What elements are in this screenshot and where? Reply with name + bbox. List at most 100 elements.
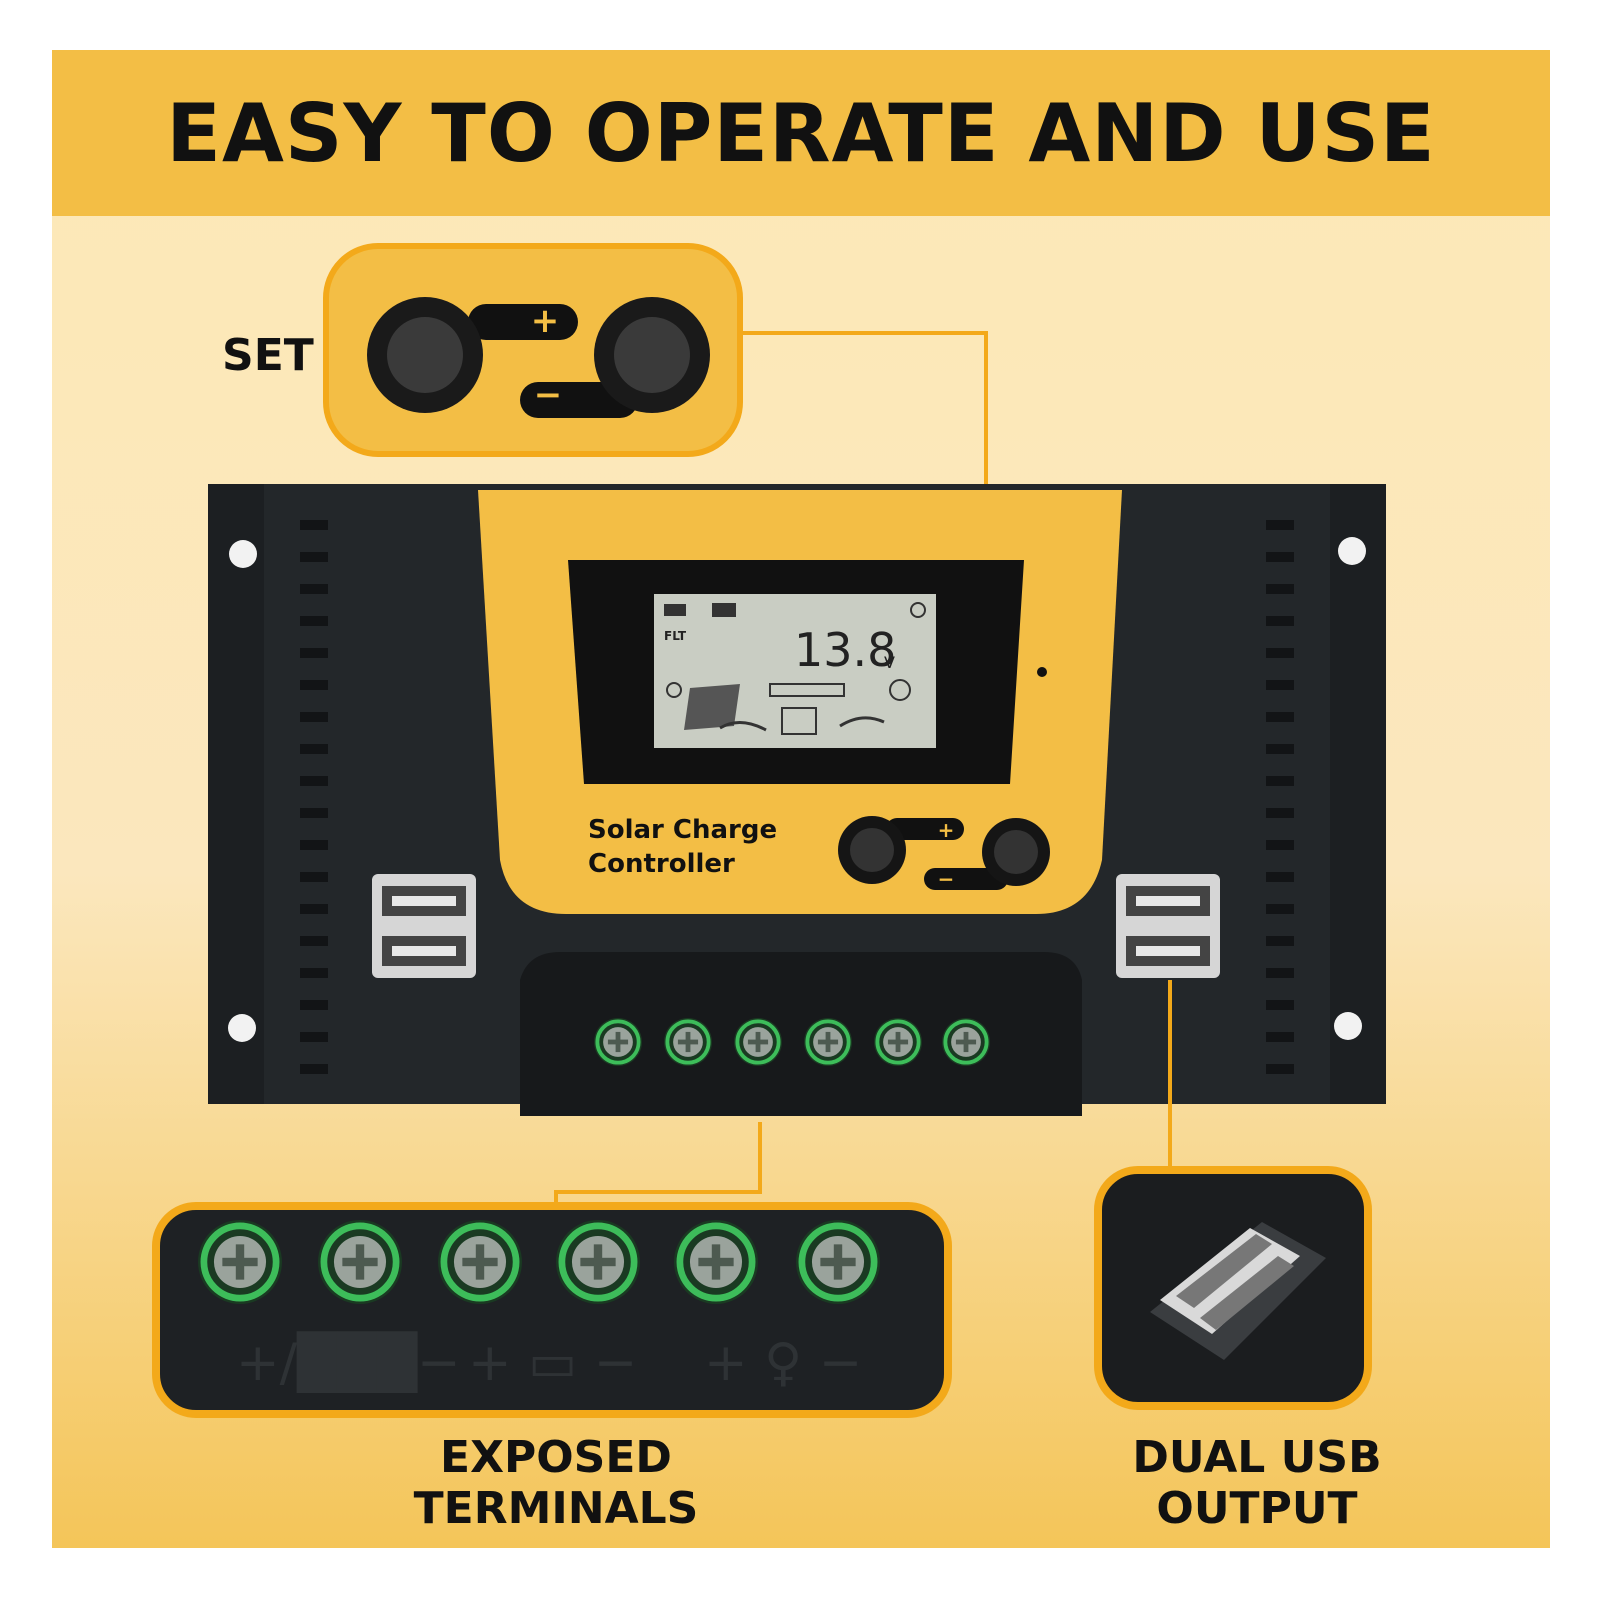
solar-panel-icon <box>664 604 686 616</box>
cooling-fin <box>300 1064 328 1074</box>
cooling-fin <box>300 712 328 722</box>
cooling-fin <box>300 968 328 978</box>
cooling-fin <box>1266 872 1294 882</box>
cooling-fin <box>300 904 328 914</box>
cooling-fin <box>300 520 328 530</box>
set-callout: + − <box>323 243 743 457</box>
cooling-fin <box>300 744 328 754</box>
screw-slot <box>685 1031 691 1053</box>
load-symbol-icon: + ♀ − <box>704 1333 862 1393</box>
terminal-ring <box>320 1222 400 1302</box>
set-minus-symbol: − <box>534 375 563 415</box>
cooling-fin <box>1266 520 1294 530</box>
title-banner <box>52 50 1550 216</box>
cooling-fin <box>1266 840 1294 850</box>
terminal-ring <box>440 1222 520 1302</box>
terminal-ring <box>676 1222 756 1302</box>
screw-slot <box>711 1244 721 1280</box>
bulb-icon <box>889 679 911 701</box>
screw-slot <box>963 1031 969 1053</box>
terminal-ring <box>805 1019 851 1065</box>
cooling-fin <box>1266 776 1294 786</box>
screw-slot <box>833 1244 843 1280</box>
screw-slot <box>355 1244 365 1280</box>
cooling-fin <box>1266 1064 1294 1074</box>
banner-title: EASY TO OPERATE AND USE <box>166 86 1436 180</box>
lcd-mode: FLT <box>664 629 687 643</box>
terminals-connector-line <box>554 1122 762 1212</box>
cooling-fin <box>300 776 328 786</box>
screw-slot <box>895 1031 901 1053</box>
lcd-unit: V <box>884 653 895 672</box>
terminal-ring <box>798 1222 878 1302</box>
cooling-fin <box>1266 584 1294 594</box>
cooling-fin <box>300 1000 328 1010</box>
cooling-fin <box>300 552 328 562</box>
usb-ports-right <box>1116 874 1220 978</box>
terminals-callout: +/███− + ▭ − + ♀ − <box>152 1202 952 1418</box>
screw-slot <box>755 1031 761 1053</box>
cooling-fin <box>1266 968 1294 978</box>
screw-slot <box>825 1031 831 1053</box>
alert-icon <box>910 602 926 618</box>
terminal-ring <box>875 1019 921 1065</box>
lcd-battery-icon <box>781 707 817 735</box>
terminals-label: EXPOSED TERMINALS <box>413 1432 699 1534</box>
cooling-fin <box>300 648 328 658</box>
usb-ports-left <box>372 874 476 978</box>
screw-slot <box>615 1031 621 1053</box>
terminal-ring <box>735 1019 781 1065</box>
lcd-solar-panel-icon <box>684 684 740 730</box>
cooling-fin <box>1266 904 1294 914</box>
mount-hole <box>1334 1012 1362 1040</box>
terminal-ring <box>595 1019 641 1065</box>
cooling-fin <box>300 840 328 850</box>
pv-symbol-icon: +/███− <box>236 1331 461 1393</box>
terminal-ring <box>943 1019 989 1065</box>
battery-symbol-icon: + ▭ − <box>468 1333 637 1393</box>
cooling-fin <box>300 616 328 626</box>
cooling-fin <box>1266 1000 1294 1010</box>
device-name-line1: Solar Charge <box>588 815 777 845</box>
screw-slot <box>593 1244 603 1280</box>
mount-hole <box>1338 537 1366 565</box>
cooling-fin <box>1266 552 1294 562</box>
cooling-fin <box>300 680 328 690</box>
terminal-ring <box>200 1222 280 1302</box>
cooling-fin <box>1266 808 1294 818</box>
device-terminals <box>594 1018 990 1066</box>
mount-hole <box>229 540 257 568</box>
battery-level-icon <box>769 683 845 697</box>
arrow-icon <box>719 721 767 732</box>
cooling-fin <box>300 872 328 882</box>
device-plus-symbol: + <box>938 818 955 842</box>
device-name-line2: Controller <box>588 849 735 879</box>
terminal-ring <box>665 1019 711 1065</box>
cooling-fin <box>1266 1032 1294 1042</box>
cooling-fin <box>1266 616 1294 626</box>
cooling-fin <box>300 584 328 594</box>
set-label: SET <box>222 330 314 381</box>
cooling-fin <box>1266 936 1294 946</box>
screw-slot <box>235 1244 245 1280</box>
set-plus-symbol: + <box>531 301 560 341</box>
battery-icon <box>712 603 736 617</box>
cooling-fin <box>300 808 328 818</box>
arrow-icon <box>839 716 885 728</box>
device-minus-symbol: − <box>938 867 955 891</box>
terminal-ring <box>558 1222 638 1302</box>
cooling-fins-left <box>300 520 328 1074</box>
cooling-fin <box>1266 648 1294 658</box>
cooling-fin <box>300 1032 328 1042</box>
mount-hole <box>228 1014 256 1042</box>
cooling-fin <box>1266 680 1294 690</box>
indicator-led <box>1037 667 1047 677</box>
terminal-block <box>520 952 1082 1116</box>
lcd-voltage: 13.8 <box>794 623 896 677</box>
cooling-fin <box>1266 744 1294 754</box>
usb-label: DUAL USB OUTPUT <box>1132 1432 1382 1534</box>
sun-icon <box>666 682 682 698</box>
cooling-fin <box>300 936 328 946</box>
cooling-fins-right <box>1266 520 1294 1074</box>
cooling-fin <box>1266 712 1294 722</box>
